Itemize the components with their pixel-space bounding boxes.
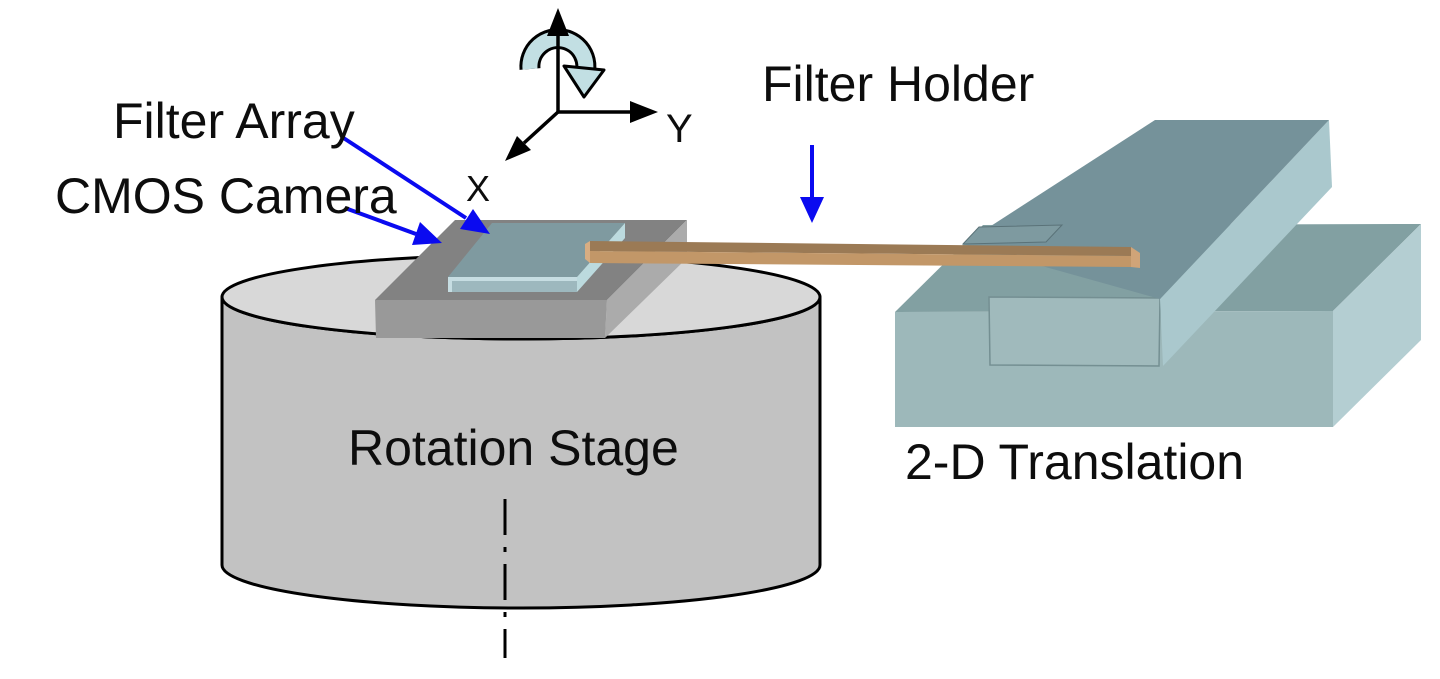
filter-array-pointer-arrowhead — [460, 209, 490, 234]
stage-rail-end-step — [961, 224, 1064, 245]
filter-holder-pointer-arrowhead — [800, 197, 824, 223]
rotation-arc-arrowhead — [562, 64, 606, 99]
cmos-camera-label: CMOS Camera — [55, 168, 397, 224]
cmos-camera-pointer-arrow — [344, 206, 442, 245]
rotation-stage-label: Rotation Stage — [348, 420, 679, 476]
translation-stage — [895, 120, 1421, 427]
axis-x-line — [522, 110, 560, 145]
cmos-camera-pointer-arrowhead — [412, 222, 442, 245]
filter-array-pointer-arrow — [340, 135, 490, 234]
filter-holder-pointer-arrow — [800, 145, 824, 223]
translation-stage-label: 2-D Translation — [905, 434, 1244, 490]
holder-bar-left-cap — [585, 241, 590, 263]
axis-x-arrowhead — [505, 136, 531, 161]
rotation-arc-fill — [522, 31, 594, 83]
rotation-direction-arrow-icon — [519, 28, 606, 99]
stage-carriage-front-face — [988, 296, 1161, 367]
axis-x-label: X — [466, 168, 490, 209]
holder-bar-front-face — [590, 251, 1131, 267]
stage-base-right-face — [1333, 224, 1421, 427]
filter-array-label: Filter Array — [113, 93, 355, 149]
filter-array-front-highlight — [448, 277, 577, 292]
axis-y-arrowhead — [630, 101, 658, 123]
axis-y-label: Y — [666, 107, 693, 151]
holder-bar-right-cap — [1131, 247, 1140, 268]
filter-holder-bar — [585, 241, 1140, 268]
annotation-arrows — [340, 135, 824, 245]
axis-vertical-arrowhead — [547, 8, 569, 36]
filter-array-top-face — [448, 223, 625, 277]
stage-rail-right-face — [1160, 120, 1332, 366]
camera-front-face — [375, 300, 607, 338]
filter-holder-label: Filter Holder — [762, 56, 1034, 112]
coordinate-axes — [505, 8, 658, 161]
